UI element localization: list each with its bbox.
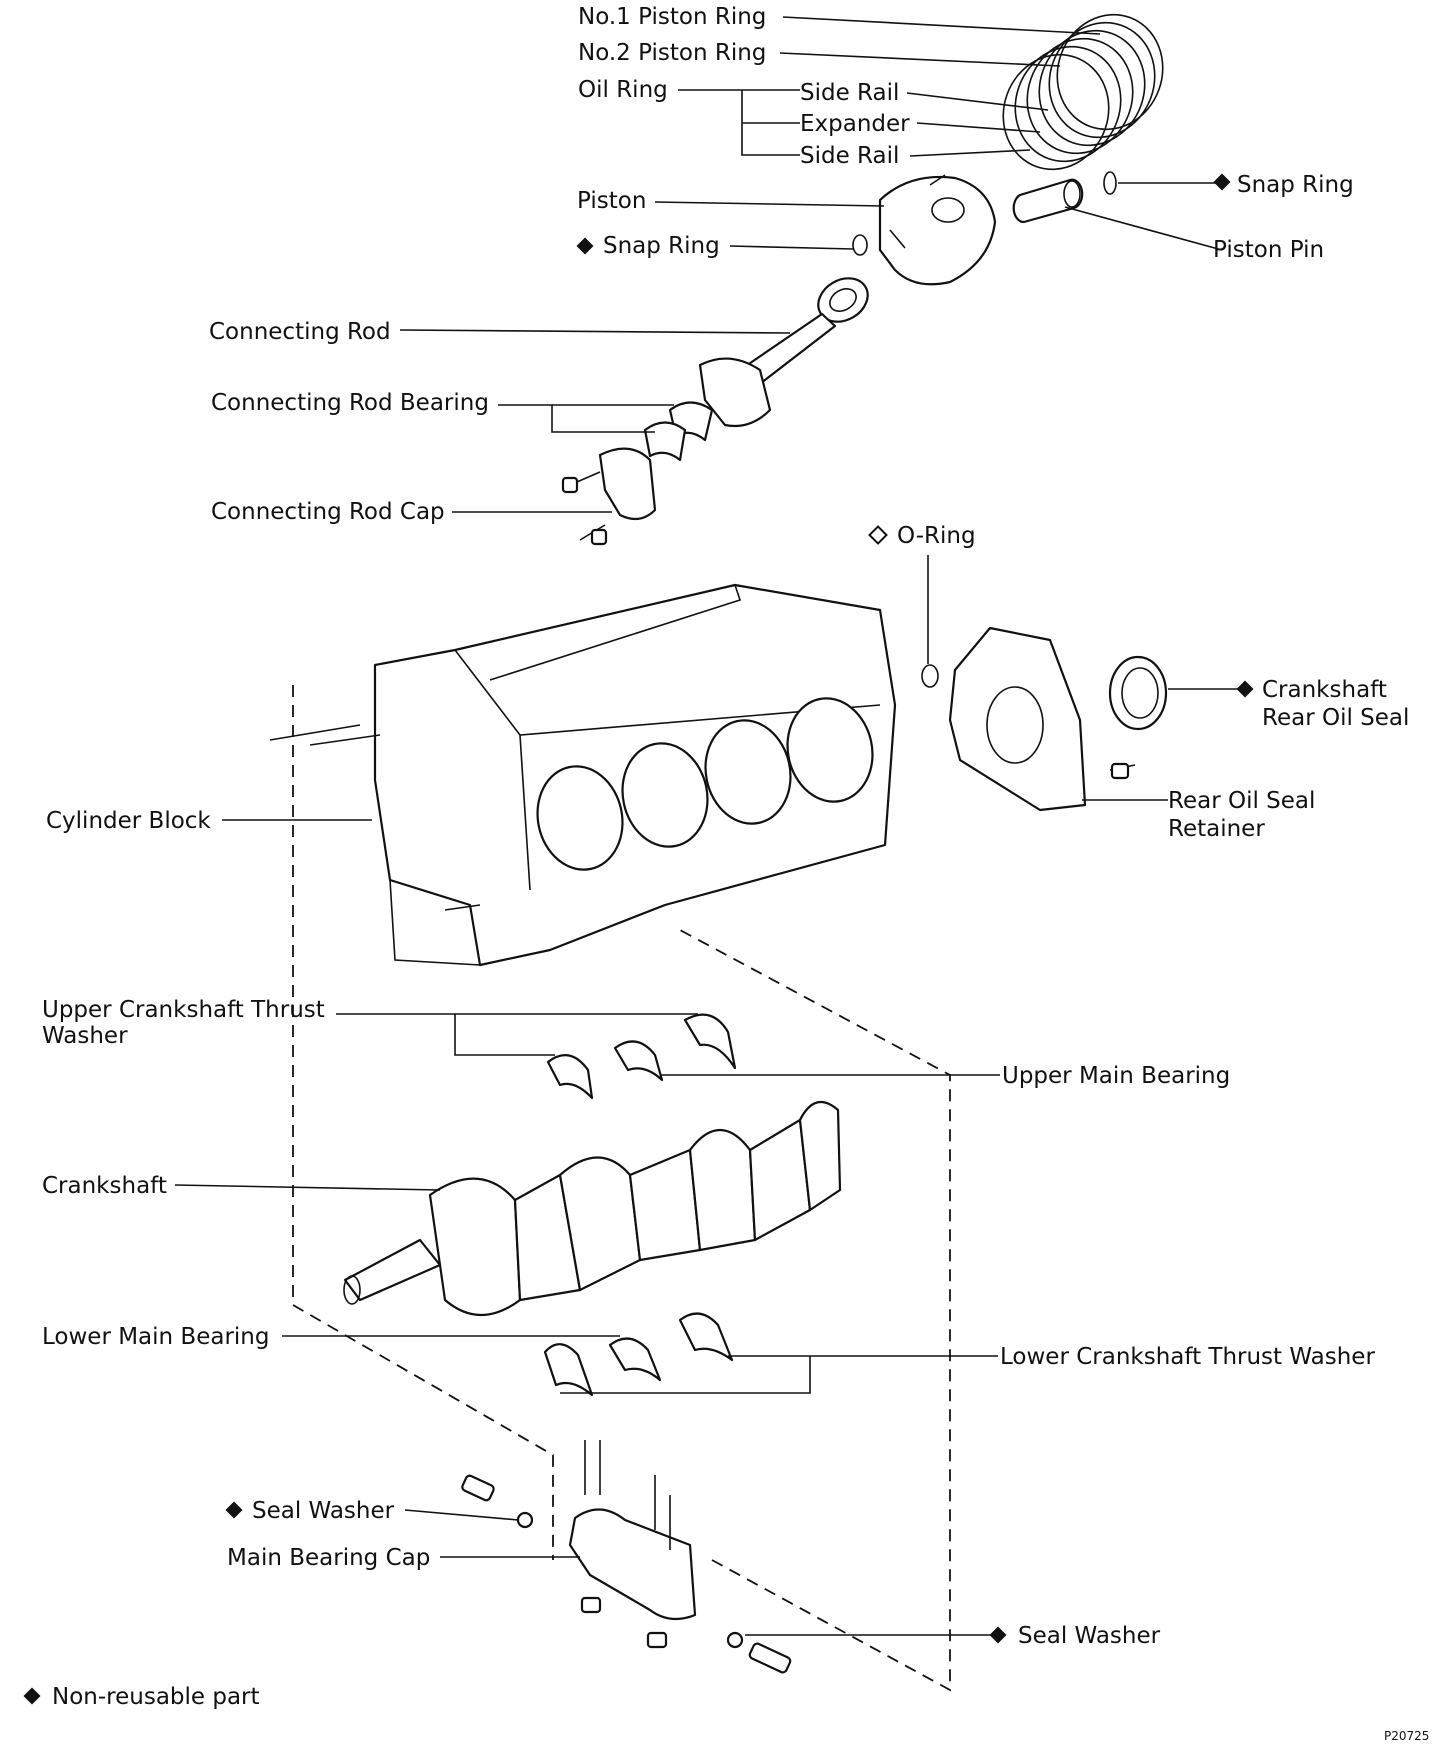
figure-code: P20725 — [1384, 1729, 1429, 1743]
snap-ring-right-part — [1103, 171, 1117, 195]
lower-bearings — [543, 1312, 734, 1397]
label-crankshaft: Crankshaft — [42, 1173, 167, 1199]
label-rear-oil-seal-retainer-1: Rear Oil Seal — [1168, 788, 1315, 814]
leader-lines — [174, 16, 1245, 1636]
label-crankshaft-rear-oil-seal-2: Rear Oil Seal — [1262, 705, 1409, 731]
snap-ring-left-part — [852, 234, 868, 256]
label-rear-oil-seal-retainer-2: Retainer — [1168, 816, 1265, 842]
cylinder-block — [269, 583, 897, 967]
crankshaft-rear-oil-seal — [1108, 655, 1168, 731]
assembly-dashed-outline — [292, 685, 951, 1692]
label-upper-thrust-washer-2: Washer — [42, 1023, 128, 1049]
connecting-rod-cap — [561, 447, 657, 546]
rear-oil-seal-retainer — [948, 626, 1136, 812]
label-side-rail-top: Side Rail — [800, 80, 899, 106]
non-reusable-markers — [23, 173, 1254, 1705]
label-no2-piston-ring: No.2 Piston Ring — [578, 40, 766, 66]
o-ring-part — [921, 664, 939, 688]
label-main-bearing-cap: Main Bearing Cap — [227, 1545, 430, 1571]
label-connecting-rod-bearing: Connecting Rod Bearing — [211, 390, 489, 416]
label-piston: Piston — [577, 188, 646, 214]
label-snap-ring-left: Snap Ring — [603, 233, 720, 259]
label-cylinder-block: Cylinder Block — [46, 808, 211, 834]
piston-pin — [1012, 178, 1084, 224]
connecting-rod — [698, 277, 869, 428]
label-upper-thrust-washer-1: Upper Crankshaft Thrust — [42, 997, 325, 1023]
label-lower-thrust-washer: Lower Crankshaft Thrust Washer — [1000, 1344, 1375, 1370]
label-upper-main-bearing: Upper Main Bearing — [1002, 1063, 1230, 1089]
label-o-ring: O-Ring — [897, 523, 976, 549]
piston — [878, 174, 997, 286]
upper-bearings — [546, 1013, 737, 1100]
label-piston-pin: Piston Pin — [1213, 237, 1324, 263]
label-no1-piston-ring: No.1 Piston Ring — [578, 4, 766, 30]
label-snap-ring-right: Snap Ring — [1237, 172, 1354, 198]
legend-non-reusable-part: Non-reusable part — [52, 1684, 260, 1710]
label-side-rail-bottom: Side Rail — [800, 143, 899, 169]
piston-rings — [1002, 13, 1164, 171]
label-oil-ring: Oil Ring — [578, 77, 668, 103]
label-connecting-rod: Connecting Rod — [209, 319, 391, 345]
label-crankshaft-rear-oil-seal-1: Crankshaft — [1262, 677, 1387, 703]
label-lower-main-bearing: Lower Main Bearing — [42, 1324, 269, 1350]
crankshaft-part — [343, 1100, 842, 1317]
label-seal-washer-left: Seal Washer — [252, 1498, 395, 1524]
connecting-rod-bearings — [643, 401, 714, 462]
label-seal-washer-right: Seal Washer — [1018, 1623, 1161, 1649]
label-expander: Expander — [800, 111, 910, 137]
label-connecting-rod-cap: Connecting Rod Cap — [211, 499, 445, 525]
